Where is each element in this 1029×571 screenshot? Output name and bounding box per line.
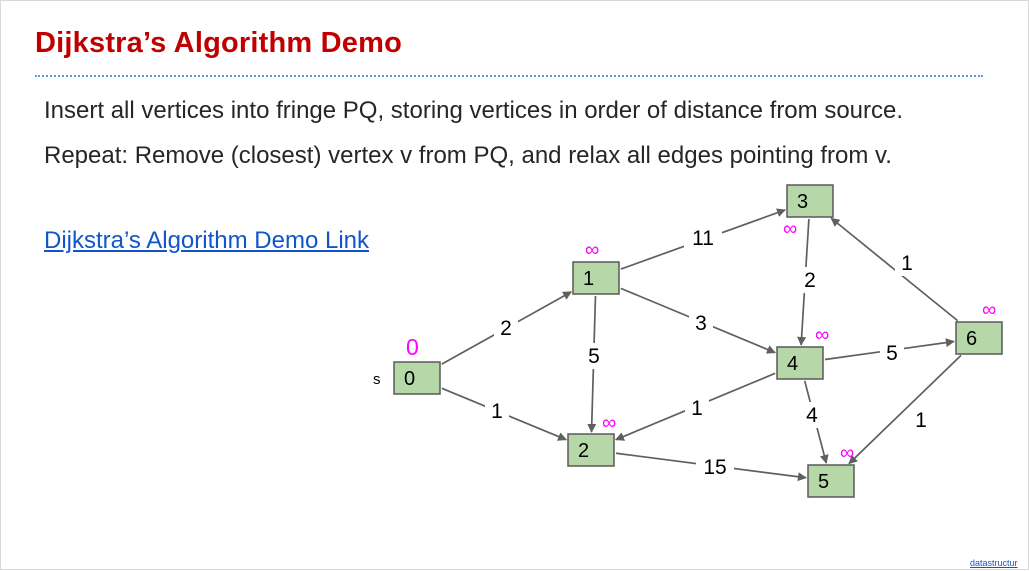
node-box-2: [567, 433, 615, 467]
slide-title: Dijkstra’s Algorithm Demo: [35, 27, 403, 59]
node-label-3: 3: [797, 191, 808, 213]
node-distance-3: ∞: [783, 218, 797, 240]
footer-link[interactable]: datastructur: [970, 558, 1018, 568]
edge-weight-bg-1-4: [689, 310, 713, 336]
edge-weight-4-2: 1: [691, 397, 703, 420]
node-label-1: 1: [583, 268, 594, 290]
source-label: s: [373, 371, 381, 388]
node-distance-2: ∞: [602, 412, 616, 434]
node-distance-4: ∞: [815, 324, 829, 346]
edge-weight-4-5: 4: [806, 404, 818, 427]
bullet-insert: Insert all vertices into fringe PQ, stor…: [44, 97, 904, 124]
edge-weight-3-4: 2: [804, 269, 816, 292]
edge-6-3: [830, 217, 959, 322]
node-label-0: 0: [404, 368, 415, 390]
node-box-0: [393, 361, 441, 395]
edge-weight-2-5: 15: [703, 456, 726, 479]
node-distance-6: ∞: [982, 299, 996, 321]
edge-weight-bg-3-4: [798, 267, 822, 293]
title-divider: [35, 75, 983, 77]
node-1: 1∞: [572, 239, 620, 295]
node-4: 4∞: [776, 324, 829, 380]
node-label-4: 4: [787, 353, 798, 375]
edge-weight-bg-6-5: [909, 407, 933, 433]
edge-weight-bg-0-2: [485, 398, 509, 424]
node-box-3: [786, 184, 834, 218]
edge-weight-bg-4-2: [685, 395, 709, 421]
edge-weight-bg-4-6: [880, 340, 904, 366]
edge-weight-0-1: 2: [500, 317, 512, 340]
edge-weight-4-6: 5: [886, 342, 898, 365]
edge-weight-1-2: 5: [588, 345, 600, 368]
node-2: 2∞: [567, 412, 616, 467]
edge-weight-bg-6-3: [895, 250, 919, 276]
node-distance-5: ∞: [840, 442, 854, 464]
edge-weight-bg-4-5: [800, 402, 824, 428]
edge-weight-bg-2-5: [696, 454, 734, 480]
edge-6-5: [848, 354, 962, 465]
node-6: 6∞: [955, 299, 1003, 355]
node-box-1: [572, 261, 620, 295]
edge-weight-6-5: 1: [915, 409, 927, 432]
node-box-4: [776, 346, 824, 380]
node-label-6: 6: [966, 328, 977, 350]
node-label-5: 5: [818, 471, 829, 493]
node-0: 00: [393, 334, 441, 395]
edge-weight-bg-1-2: [582, 343, 606, 369]
edge-weight-1-3: 11: [692, 227, 714, 250]
edge-weight-6-3: 1: [901, 252, 913, 275]
edge-weight-bg-0-1: [494, 315, 518, 341]
edge-weight-1-4: 3: [695, 312, 707, 335]
node-box-6: [955, 321, 1003, 355]
node-3: 3∞: [783, 184, 834, 240]
bullet-repeat: Repeat: Remove (closest) vertex v from P…: [44, 142, 892, 169]
edge-weight-bg-1-3: [684, 225, 722, 251]
node-box-5: [807, 464, 855, 498]
node-label-2: 2: [578, 440, 589, 462]
node-5: 5∞: [807, 442, 855, 498]
demo-link[interactable]: Dijkstra’s Algorithm Demo Link: [44, 227, 369, 254]
edge-weight-0-2: 1: [491, 400, 503, 423]
nodes-layer: 001∞2∞3∞4∞5∞6∞: [393, 184, 1003, 498]
node-distance-1: ∞: [585, 239, 599, 261]
node-distance-0: 0: [406, 334, 419, 360]
